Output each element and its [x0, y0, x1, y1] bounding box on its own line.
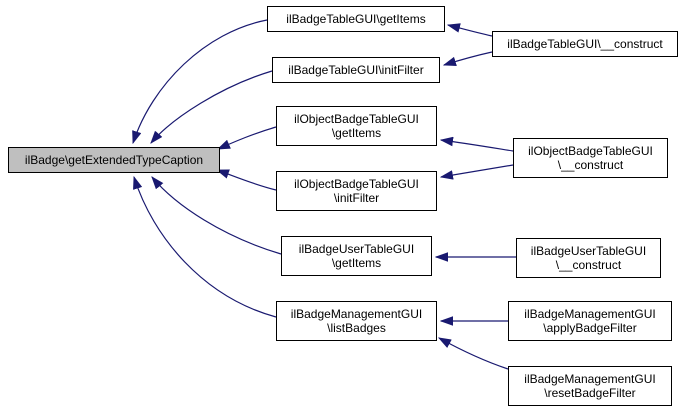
node-ilobjectbadgetablegui-getitems[interactable]: ilObjectBadgeTableGUI \getItems — [276, 106, 437, 146]
edge-badge-construct-to-getitems — [446, 23, 493, 37]
edge-mgmt-listbadges-to-main — [133, 175, 277, 318]
edge-obj-construct-to-getitems — [439, 136, 514, 152]
node-ilobjectbadgetablegui-initfilter[interactable]: ilObjectBadgeTableGUI \initFilter — [276, 171, 437, 211]
node-ilbadgeusertablegui-construct[interactable]: ilBadgeUserTableGUI \__construct — [516, 238, 661, 278]
node-ilobjectbadgetablegui-construct[interactable]: ilObjectBadgeTableGUI \__construct — [513, 138, 668, 178]
node-ilbadgemanagementgui-applybadgefilter[interactable]: ilBadgeManagementGUI \applyBadgeFilter — [508, 301, 672, 341]
edge-badge-construct-to-initfilter — [442, 51, 493, 67]
edge-user-getitems-to-main — [151, 176, 282, 255]
edge-badge-getitems-to-main — [132, 19, 268, 145]
node-ilbadgetablegui-getitems[interactable]: ilBadgeTableGUI\getItems — [267, 6, 445, 32]
node-ilbadgetablegui-construct[interactable]: ilBadgeTableGUI\__construct — [492, 31, 678, 57]
node-ilbadgemanagementgui-resetbadgefilter[interactable]: ilBadgeManagementGUI \resetBadgeFilter — [508, 366, 672, 406]
node-ilbadge-getextendedtypecaption: ilBadge\getExtendedTypeCaption — [8, 147, 220, 173]
edge-obj-construct-to-initfilter — [439, 164, 514, 180]
edge-badge-initfilter-to-main — [150, 70, 273, 144]
edge-obj-initfilter-to-main — [215, 169, 277, 191]
node-ilbadgetablegui-initfilter[interactable]: ilBadgeTableGUI\initFilter — [272, 57, 440, 83]
edge-mgmt-resetfilter-to-listbadges — [437, 337, 509, 370]
node-ilbadgeusertablegui-getitems[interactable]: ilBadgeUserTableGUI \getItems — [281, 236, 432, 276]
edge-obj-getitems-to-main — [216, 126, 277, 150]
node-ilbadgemanagementgui-listbadges[interactable]: ilBadgeManagementGUI \listBadges — [276, 301, 437, 341]
